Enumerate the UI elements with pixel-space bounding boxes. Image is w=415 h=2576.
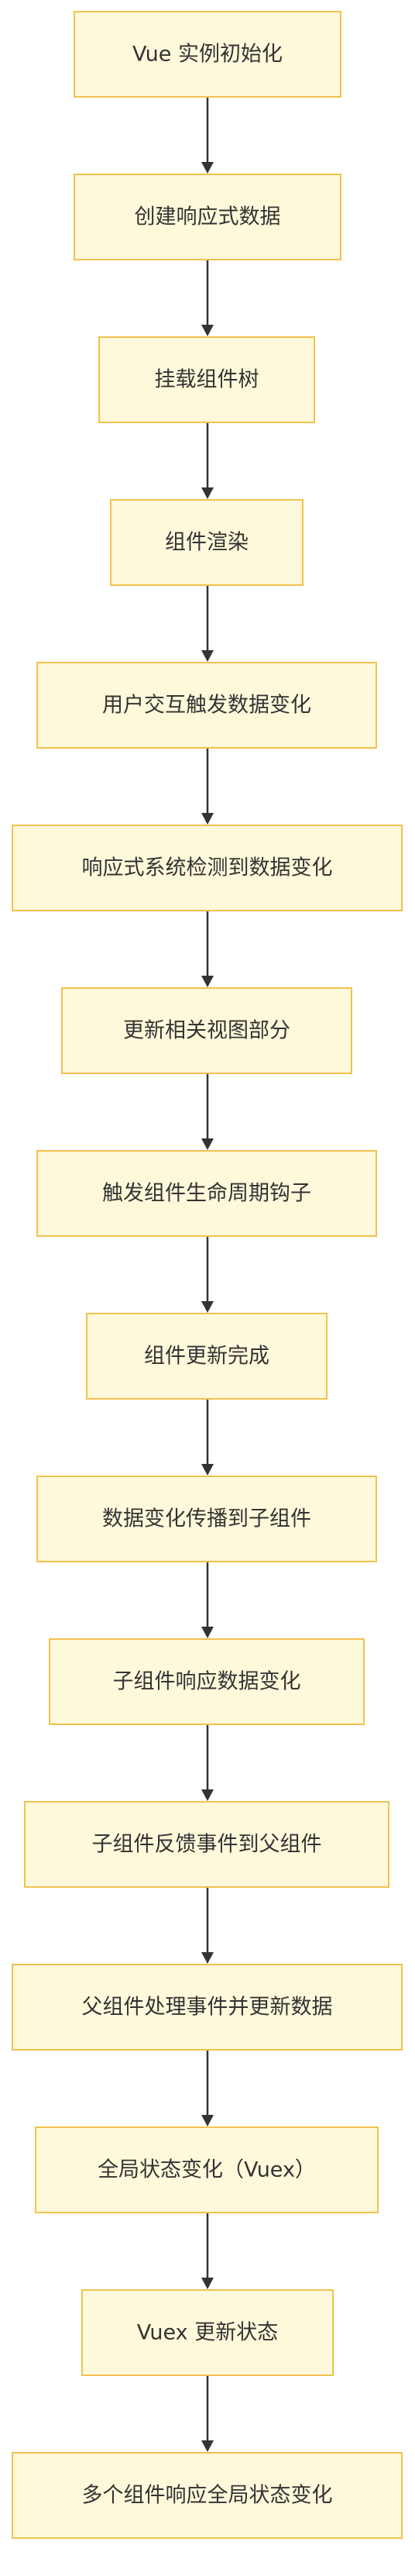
flow-node-box	[110, 499, 304, 586]
flow-node-box	[81, 2289, 334, 2376]
flow-node-label: Vue 实例初始化	[132, 43, 283, 67]
flow-node: 组件更新完成	[86, 1313, 328, 1400]
arrowhead-icon	[201, 325, 214, 336]
arrowhead-icon	[201, 1138, 214, 1150]
flow-edge	[201, 2050, 214, 2127]
flow-node: 数据变化传播到子组件	[36, 1476, 377, 1562]
flow-node-box	[61, 987, 352, 1074]
flow-node-label: 挂载组件树	[155, 368, 259, 392]
flow-node-label: 响应式系统检测到数据变化	[82, 856, 333, 880]
flow-node-label: 子组件响应数据变化	[113, 1670, 301, 1694]
arrowhead-icon	[201, 813, 214, 825]
flow-node-box	[86, 1313, 328, 1400]
flow-node: 多个组件响应全局状态变化	[12, 2452, 403, 2539]
arrowhead-icon	[201, 2440, 214, 2452]
arrowhead-icon	[201, 162, 214, 174]
flow-edge	[201, 585, 214, 662]
flow-edge	[201, 97, 214, 174]
flow-node: 响应式系统检测到数据变化	[12, 825, 403, 911]
flow-node-label: 更新相关视图部分	[123, 1019, 290, 1043]
edges-layer	[201, 97, 214, 2452]
flow-node-box	[49, 1638, 365, 1725]
flow-node-box	[74, 11, 341, 98]
flow-node: 组件渲染	[110, 499, 304, 586]
flow-node-label: 用户交互触发数据变化	[102, 694, 311, 718]
arrowhead-icon	[201, 1627, 214, 1638]
flow-node-box	[12, 1964, 403, 2051]
flow-edge	[201, 1073, 214, 1150]
arrowhead-icon	[201, 487, 214, 499]
flow-node: 全局状态变化（Vuex）	[35, 2127, 379, 2213]
flow-edge	[201, 911, 214, 987]
flow-node: 更新相关视图部分	[61, 987, 352, 1074]
flow-node: Vue 实例初始化	[74, 11, 341, 98]
nodes-layer: Vue 实例初始化创建响应式数据挂载组件树组件渲染用户交互触发数据变化响应式系统…	[12, 11, 403, 2539]
flow-node-box	[24, 1801, 389, 1888]
flow-edge	[201, 1399, 214, 1476]
arrowhead-icon	[201, 650, 214, 662]
flow-node-box	[36, 1476, 377, 1562]
arrowhead-icon	[201, 1464, 214, 1476]
flow-node-label: Vuex 更新状态	[137, 2321, 278, 2345]
flow-edge	[201, 2213, 214, 2289]
flow-node-label: 父组件处理事件并更新数据	[82, 1996, 333, 2020]
flow-node: 父组件处理事件并更新数据	[12, 1964, 403, 2051]
flow-node: 触发组件生命周期钩子	[36, 1150, 377, 1237]
flow-node-label: 全局状态变化（Vuex）	[98, 2158, 316, 2182]
flow-edge	[201, 1236, 214, 1313]
flow-node: 子组件响应数据变化	[49, 1638, 365, 1725]
flow-node-box	[36, 1150, 377, 1237]
flow-node-label: 创建响应式数据	[135, 205, 281, 229]
flow-edge	[201, 748, 214, 825]
flow-node: 子组件反馈事件到父组件	[24, 1801, 389, 1888]
flow-edge	[201, 1562, 214, 1638]
arrowhead-icon	[201, 2278, 214, 2289]
flow-edge	[201, 422, 214, 499]
flow-edge	[201, 1887, 214, 1964]
flow-node: 创建响应式数据	[74, 174, 341, 260]
arrowhead-icon	[201, 1301, 214, 1313]
flow-node-label: 数据变化传播到子组件	[102, 1507, 311, 1531]
flow-node-label: 组件渲染	[165, 531, 249, 555]
arrowhead-icon	[201, 2115, 214, 2127]
arrowhead-icon	[201, 1952, 214, 1964]
flow-node-box	[74, 174, 341, 260]
arrowhead-icon	[201, 1789, 214, 1801]
flow-node-box	[12, 825, 403, 911]
flow-node: Vuex 更新状态	[81, 2289, 334, 2376]
flow-edge	[201, 2375, 214, 2452]
flow-node-label: 子组件反馈事件到父组件	[92, 1833, 322, 1857]
flow-node-label: 多个组件响应全局状态变化	[82, 2484, 333, 2508]
flow-node-box	[36, 662, 377, 749]
flow-node-box	[35, 2127, 379, 2213]
flow-node-label: 触发组件生命周期钩子	[102, 1182, 311, 1206]
flow-node-label: 组件更新完成	[144, 1345, 269, 1369]
flow-node: 挂载组件树	[98, 336, 315, 423]
flow-node: 用户交互触发数据变化	[36, 662, 377, 749]
flow-node-box	[12, 2452, 403, 2539]
flow-edge	[201, 260, 214, 336]
flow-edge	[201, 1724, 214, 1801]
flow-node-box	[98, 336, 315, 423]
arrowhead-icon	[201, 976, 214, 987]
